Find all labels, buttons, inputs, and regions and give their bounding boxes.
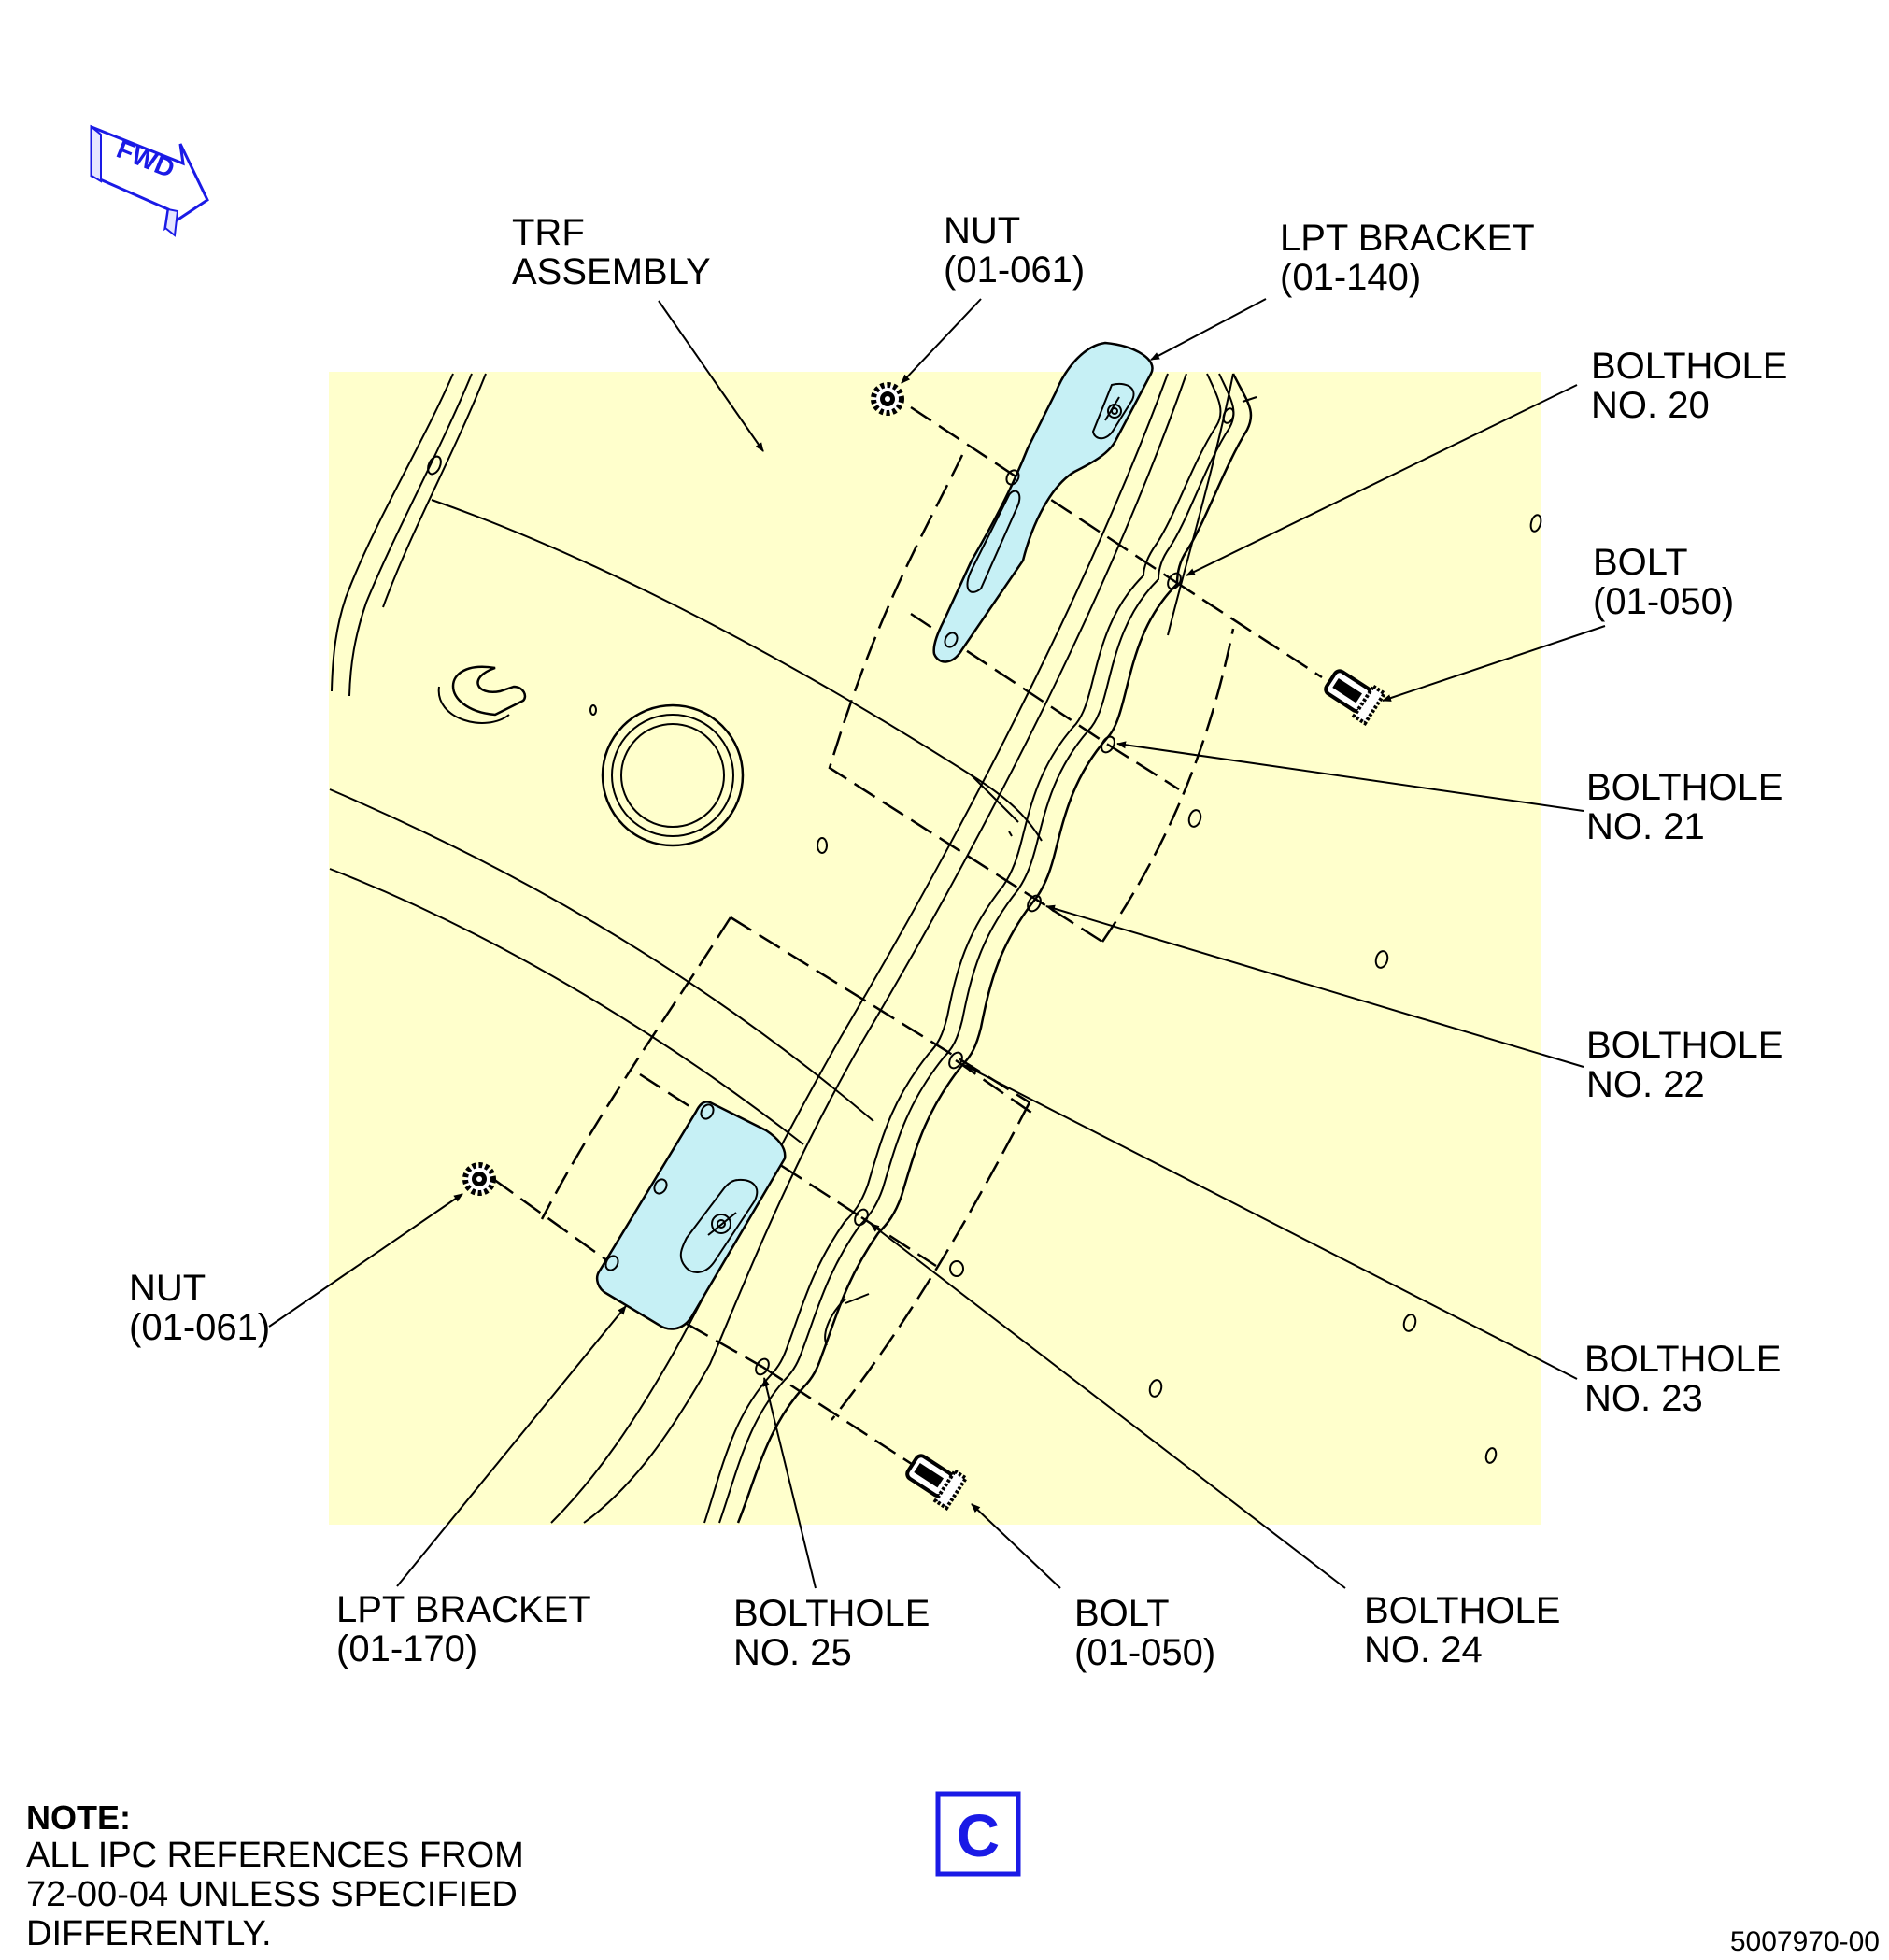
note-line-1: ALL IPC REFERENCES FROM — [26, 1836, 524, 1875]
lpt-bracket-upper — [932, 341, 1154, 663]
label-bolthole-23-line1: BOLTHOLE — [1584, 1339, 1781, 1380]
nut-left-icon — [462, 1162, 496, 1196]
detail-callout: C — [935, 1791, 1021, 1877]
detail-letter: C — [957, 1802, 1000, 1869]
label-bolthole-21-line1: BOLTHOLE — [1586, 767, 1782, 808]
trf-assembly-drawing — [329, 373, 1542, 1524]
note-line-3: DIFFERENTLY. — [26, 1914, 272, 1953]
label-trf-line2: ASSEMBLY — [512, 251, 711, 292]
exploded-view-lines — [492, 405, 1323, 1471]
label-trf-line1: TRF — [512, 212, 585, 253]
bolt-right-icon — [1324, 669, 1387, 726]
label-bolt-right-line2: (01-050) — [1593, 581, 1734, 622]
note-title: NOTE: — [26, 1798, 131, 1837]
lpt-bracket-lower — [596, 1101, 787, 1330]
nut-upper-icon — [871, 382, 904, 416]
label-bolthole-24-line1: BOLTHOLE — [1364, 1590, 1560, 1631]
label-bolthole-21-line2: NO. 21 — [1586, 806, 1705, 847]
detail-panel — [329, 372, 1541, 1525]
label-nut-left-line2: (01-061) — [129, 1307, 270, 1348]
note-block: NOTE: ALL IPC REFERENCES FROM 72-00-04 U… — [26, 1798, 524, 1953]
label-bolthole-23-line2: NO. 23 — [1584, 1378, 1703, 1419]
leader-lines — [268, 298, 1606, 1589]
label-nut-top-line1: NUT — [944, 210, 1020, 251]
label-bolthole-25-line1: BOLTHOLE — [733, 1593, 930, 1634]
label-lpt-bracket-bottom-line2: (01-170) — [336, 1628, 477, 1669]
label-bolthole-24-line2: NO. 24 — [1364, 1629, 1483, 1670]
label-bolthole-25-line2: NO. 25 — [733, 1632, 852, 1673]
label-bolthole-20-line1: BOLTHOLE — [1591, 346, 1787, 387]
label-bolthole-20-line2: NO. 20 — [1591, 385, 1710, 426]
label-bolt-bottom-line2: (01-050) — [1074, 1632, 1215, 1673]
label-lpt-bracket-top-line1: LPT BRACKET — [1280, 218, 1535, 259]
fwd-arrow-icon: FWD — [90, 124, 209, 237]
label-bolthole-22-line1: BOLTHOLE — [1586, 1025, 1782, 1066]
label-nut-left-line1: NUT — [129, 1268, 206, 1309]
label-bolt-bottom-line1: BOLT — [1074, 1593, 1170, 1634]
label-bolthole-22-line2: NO. 22 — [1586, 1064, 1705, 1105]
label-bolt-right-line1: BOLT — [1593, 542, 1688, 583]
figure-number: 5007970-00 — [1730, 1926, 1880, 1957]
label-nut-top-line2: (01-061) — [944, 249, 1085, 291]
label-lpt-bracket-bottom-line1: LPT BRACKET — [336, 1589, 591, 1630]
note-line-2: 72-00-04 UNLESS SPECIFIED — [26, 1875, 518, 1914]
callout-labels: TRF ASSEMBLY NUT (01-061) LPT BRACKET (0… — [129, 210, 1787, 1673]
bolt-bottom-icon — [905, 1454, 969, 1511]
label-lpt-bracket-top-line2: (01-140) — [1280, 257, 1421, 298]
